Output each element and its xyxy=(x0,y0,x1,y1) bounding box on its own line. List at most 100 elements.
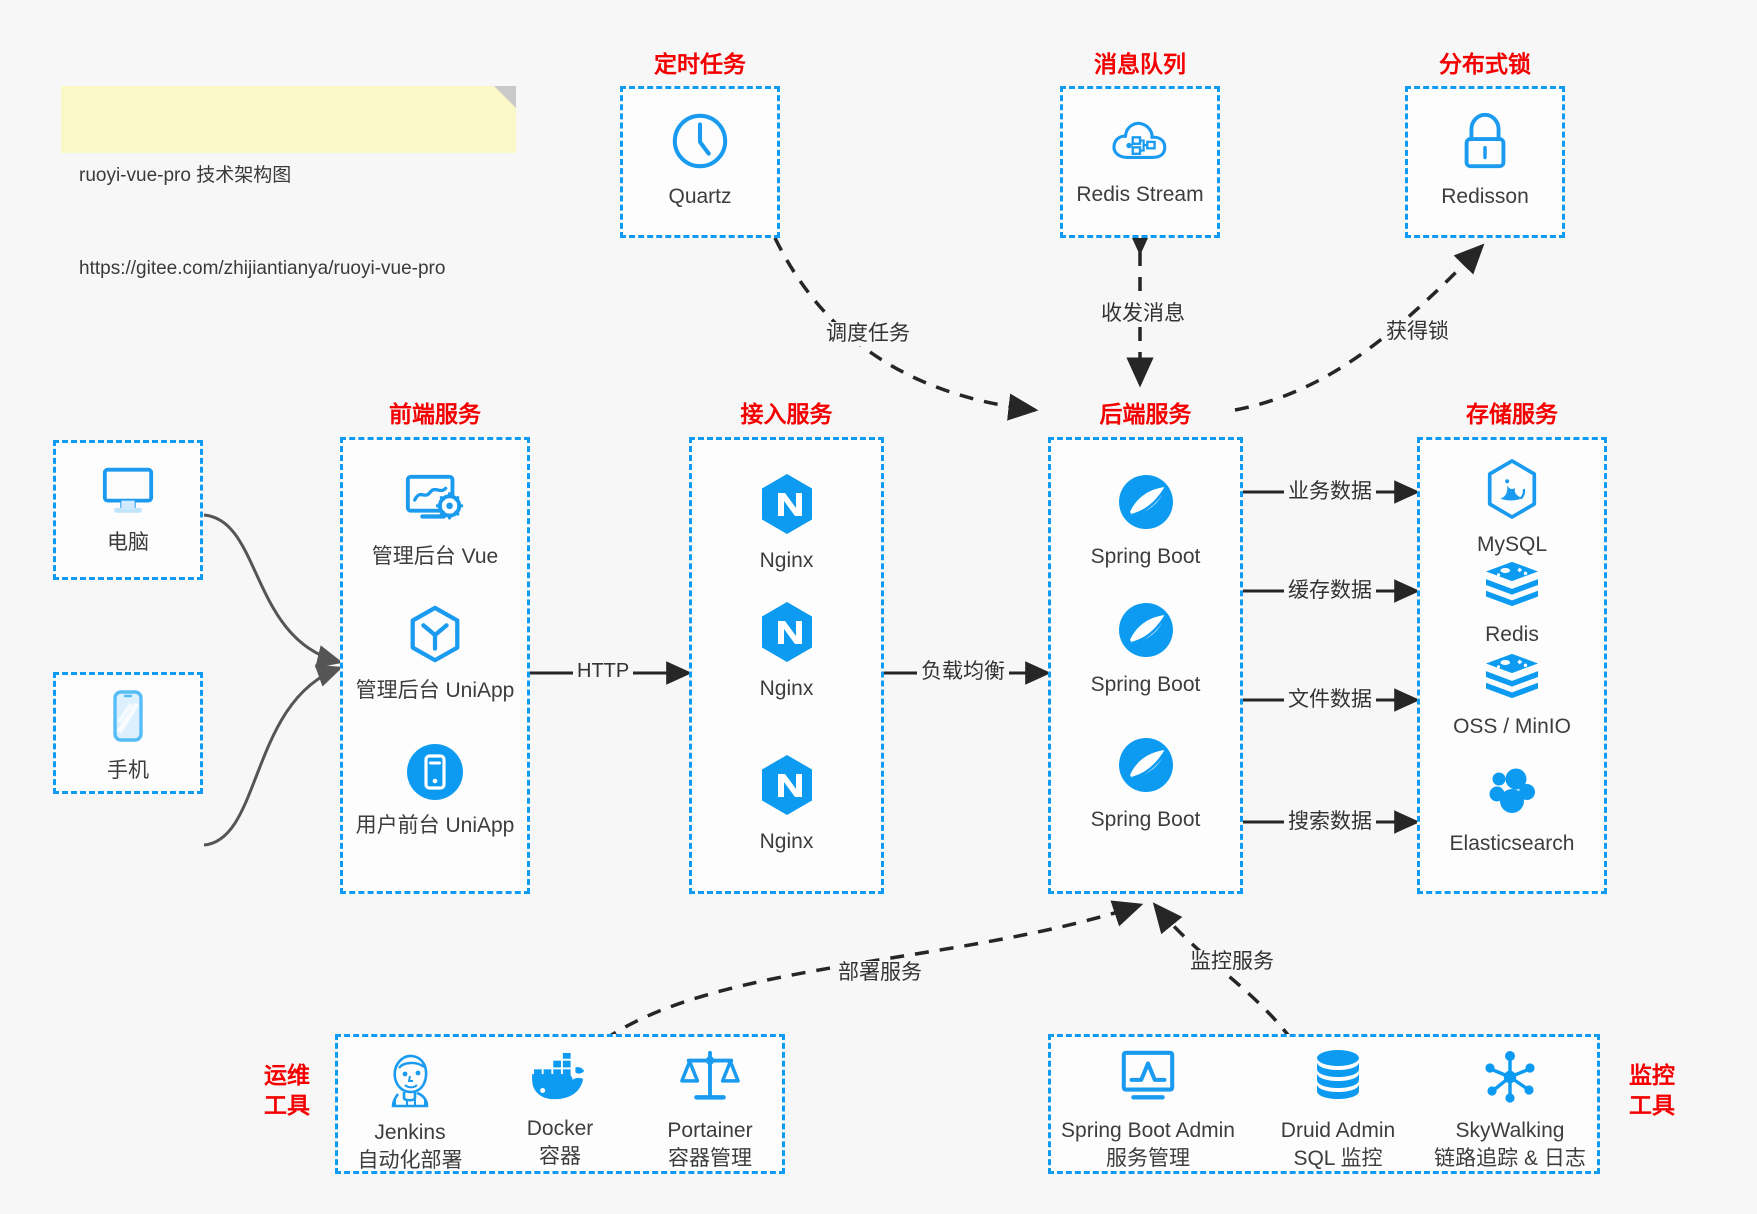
clock-icon xyxy=(669,110,731,177)
group-title-mq: 消息队列 xyxy=(1094,51,1186,77)
node-sublabel: 容器管理 xyxy=(668,1147,752,1170)
node-label: Nginx xyxy=(759,677,814,700)
spring-boot-icon xyxy=(1116,600,1176,665)
node-admin-uniapp[interactable]: 管理后台 UniApp xyxy=(340,604,530,705)
group-box-storage xyxy=(1417,437,1607,894)
node-sublabel: 自动化部署 xyxy=(357,1149,463,1172)
node-spring-boot-admin[interactable]: Spring Boot Admin 服务管理 xyxy=(1048,1048,1248,1173)
node-elasticsearch[interactable]: Elasticsearch xyxy=(1417,763,1607,858)
note-text: ruoyi-vue-pro 技术架构图 https://gitee.com/zh… xyxy=(61,86,516,358)
node-label: Quartz xyxy=(668,185,732,208)
node-label: Docker xyxy=(526,1117,594,1140)
note-url: https://gitee.com/zhijiantianya/ruoyi-vu… xyxy=(79,258,446,279)
docker-icon xyxy=(529,1052,591,1109)
note-title: ruoyi-vue-pro 技术架构图 xyxy=(79,165,292,186)
node-label: OSS / MinIO xyxy=(1453,715,1571,738)
node-nginx-3[interactable]: Nginx xyxy=(689,753,884,856)
node-portainer[interactable]: Portainer 容器管理 xyxy=(635,1048,785,1173)
edge-label-http: HTTP xyxy=(573,659,634,683)
node-label: SkyWalking xyxy=(1455,1119,1565,1142)
group-box-lock xyxy=(1405,86,1565,238)
node-quartz[interactable]: Quartz xyxy=(620,110,780,211)
node-sublabel: 服务管理 xyxy=(1106,1147,1190,1170)
mysql-icon xyxy=(1483,458,1541,525)
node-docker[interactable]: Docker 容器 xyxy=(485,1052,635,1171)
node-skywalking[interactable]: SkyWalking 链路追踪 & 日志 xyxy=(1420,1048,1600,1173)
edge-label-business-data: 业务数据 xyxy=(1284,480,1376,504)
group-title-devops: 运维 工具 xyxy=(252,1060,322,1120)
scales-icon xyxy=(679,1048,741,1111)
redis-icon xyxy=(1482,650,1542,707)
group-title-backend: 后端服务 xyxy=(1099,401,1192,427)
desktop-icon xyxy=(99,462,157,523)
node-label: Elasticsearch xyxy=(1449,832,1575,855)
jenkins-icon xyxy=(381,1048,439,1113)
node-sublabel: 容器 xyxy=(539,1145,581,1168)
lock-icon xyxy=(1455,110,1515,177)
node-sublabel: SQL 监控 xyxy=(1293,1147,1383,1170)
node-label: MySQL xyxy=(1476,533,1547,556)
node-label: Spring Boot xyxy=(1090,545,1201,568)
node-nginx-2[interactable]: Nginx xyxy=(689,600,884,703)
edge-label-load-balance: 负载均衡 xyxy=(917,660,1009,684)
mobile-app-icon xyxy=(406,743,464,806)
node-label: Redis Stream xyxy=(1076,183,1204,206)
edge-label-send-receive-message: 收发消息 xyxy=(1097,302,1189,326)
node-label: Redis xyxy=(1485,623,1539,646)
group-title-monitor-line2: 工具 xyxy=(1629,1092,1675,1118)
node-spring-boot-1[interactable]: Spring Boot xyxy=(1048,472,1243,571)
node-label: Druid Admin xyxy=(1280,1119,1396,1142)
smartphone-icon xyxy=(106,688,150,751)
node-label: 管理后台 Vue xyxy=(371,545,499,568)
node-sublabel: 链路追踪 & 日志 xyxy=(1434,1147,1586,1170)
edge-label-file-data: 文件数据 xyxy=(1284,688,1376,712)
edge-mobile-to-frontend xyxy=(203,664,343,847)
edge-label-acquire-lock: 获得锁 xyxy=(1382,320,1453,344)
nginx-icon xyxy=(758,753,816,822)
node-mobile[interactable]: 手机 xyxy=(53,688,203,785)
dashboard-gear-icon xyxy=(403,470,467,537)
node-label: Spring Boot Admin xyxy=(1061,1119,1235,1142)
node-redis-stream[interactable]: Redis Stream xyxy=(1060,112,1220,209)
node-label: 手机 xyxy=(107,759,149,782)
group-title-frontend: 前端服务 xyxy=(389,401,481,427)
group-box-scheduler xyxy=(620,86,780,238)
node-oss-minio[interactable]: OSS / MinIO xyxy=(1417,650,1607,741)
node-admin-vue[interactable]: 管理后台 Vue xyxy=(340,470,530,571)
nginx-icon xyxy=(758,472,816,541)
uniapp-cube-icon xyxy=(405,604,465,671)
group-title-storage: 存储服务 xyxy=(1466,401,1558,427)
group-title-gateway: 接入服务 xyxy=(740,401,833,427)
edge-label-monitor-service: 监控服务 xyxy=(1186,950,1278,974)
note-fold-corner xyxy=(494,86,516,108)
node-user-uniapp[interactable]: 用户前台 UniApp xyxy=(340,743,530,840)
group-title-devops-line2: 工具 xyxy=(264,1092,310,1118)
node-redisson[interactable]: Redisson xyxy=(1405,110,1565,211)
edge-label-search-data: 搜索数据 xyxy=(1284,810,1376,834)
group-title-monitor-line1: 监控 xyxy=(1629,1062,1675,1088)
node-jenkins[interactable]: Jenkins 自动化部署 xyxy=(335,1048,485,1175)
node-spring-boot-3[interactable]: Spring Boot xyxy=(1048,735,1243,834)
group-title-devops-line1: 运维 xyxy=(264,1062,310,1088)
node-label: 管理后台 UniApp xyxy=(355,679,515,702)
node-label: Spring Boot xyxy=(1090,808,1201,831)
node-spring-boot-2[interactable]: Spring Boot xyxy=(1048,600,1243,699)
monitor-chart-icon xyxy=(1118,1048,1178,1111)
group-title-scheduler: 定时任务 xyxy=(654,51,746,77)
spring-boot-icon xyxy=(1116,735,1176,800)
group-box-frontend xyxy=(340,437,530,894)
node-pc[interactable]: 电脑 xyxy=(53,462,203,557)
node-nginx-1[interactable]: Nginx xyxy=(689,472,884,575)
group-box-mq xyxy=(1060,86,1220,238)
edge-label-cache-data: 缓存数据 xyxy=(1284,579,1376,603)
node-druid-admin[interactable]: Druid Admin SQL 监控 xyxy=(1248,1048,1428,1173)
group-box-backend xyxy=(1048,437,1243,894)
node-label: Nginx xyxy=(759,549,814,572)
node-label: Jenkins xyxy=(374,1121,446,1144)
node-redis[interactable]: Redis xyxy=(1417,558,1607,649)
node-mysql[interactable]: MySQL xyxy=(1417,458,1607,559)
node-label: 用户前台 UniApp xyxy=(355,814,515,837)
node-label: Redisson xyxy=(1441,185,1529,208)
node-label: Nginx xyxy=(759,830,814,853)
